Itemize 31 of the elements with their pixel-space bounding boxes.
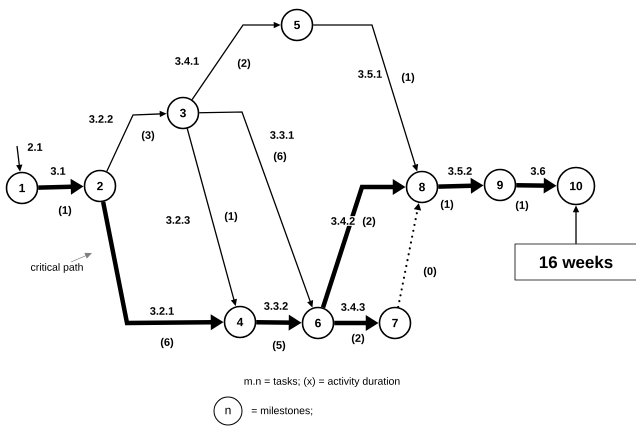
duration-label: (1)	[516, 200, 528, 212]
task-label: 3.5.1	[356, 69, 384, 79]
task-label: 3.4.1	[174, 56, 200, 66]
duration-box: 16 weeks	[514, 244, 636, 280]
task-label: 3.2.1	[148, 306, 176, 316]
duration-label: (3)	[142, 130, 154, 142]
duration-label: (1)	[58, 206, 72, 216]
legend-text: = milestones;	[252, 406, 312, 416]
duration-label: (6)	[274, 152, 286, 162]
duration-label: (0)	[424, 266, 436, 278]
task-label: 3.4.3	[340, 302, 366, 312]
duration-label: (2)	[362, 216, 376, 228]
duration-label: (6)	[160, 338, 174, 348]
annotation-text: critical path	[31, 263, 83, 273]
task-label: 2.1	[26, 142, 44, 152]
duration-label: (2)	[352, 334, 364, 344]
task-label: 3.2.2	[88, 114, 114, 124]
task-label: 3.6	[529, 166, 547, 176]
task-label: 3.4.2	[330, 216, 356, 226]
duration-label: (2)	[238, 58, 250, 70]
task-label: 3.3.1	[268, 130, 296, 140]
task-label: 3.3.2	[262, 301, 290, 311]
leader-line	[70, 252, 92, 262]
legend-text: m.n = tasks; (x) = activity duration	[244, 377, 400, 387]
duration-label: (1)	[402, 72, 414, 84]
duration-label: (5)	[272, 340, 286, 352]
task-label: 3.2.3	[164, 215, 192, 225]
duration-label: (1)	[224, 212, 238, 222]
task-label: 3.1	[49, 166, 67, 176]
task-label: 3.5.2	[446, 166, 474, 176]
duration-label: (1)	[440, 200, 454, 210]
